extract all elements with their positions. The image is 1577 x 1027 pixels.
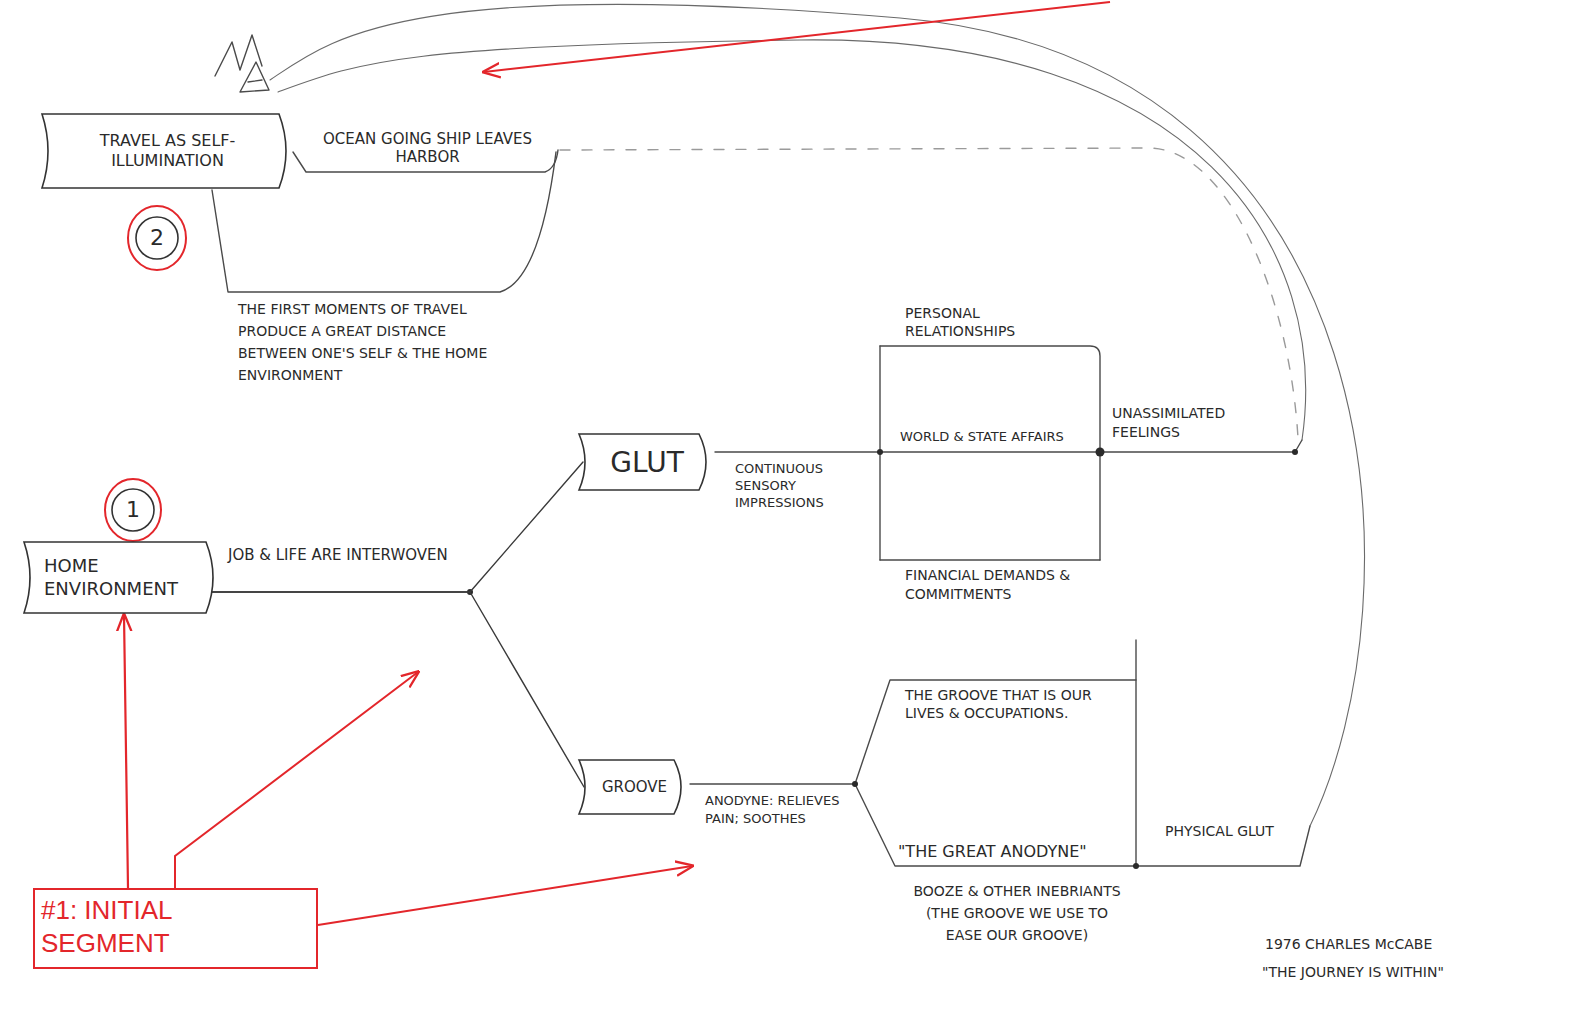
- node-title: HOME ENVIRONMENT: [44, 555, 202, 600]
- red-highlight-ring: [105, 479, 161, 541]
- branch-label: FINANCIAL DEMANDS & COMMITMENTS: [905, 566, 1095, 604]
- node-title: #1: INITIAL SEGMENT: [41, 894, 231, 959]
- label-slot: OCEAN GOING SHIP LEAVES HARBOR: [310, 130, 545, 166]
- node-title: GLUT: [610, 445, 684, 480]
- label-slot: 1976 CHARLES McCABE: [1265, 934, 1560, 954]
- text-holder: TRAVEL AS SELF-ILLUMINATION: [62, 131, 273, 171]
- label-slot: ANODYNE: RELIEVES PAIN; SOOTHES: [705, 792, 845, 828]
- branch-label: PERSONAL RELATIONSHIPS: [905, 304, 1085, 340]
- scribble-mark: [240, 62, 269, 92]
- scroll-border: [579, 434, 706, 490]
- label-slot: "THE JOURNEY IS WITHIN": [1262, 962, 1562, 982]
- junction-dot: [877, 449, 883, 455]
- rect-border: [34, 889, 317, 968]
- label-slot: THE GROOVE THAT IS OUR LIVES & OCCUPATIO…: [905, 686, 1125, 722]
- branch-label: "THE GREAT ANODYNE": [898, 842, 1128, 862]
- connector-line: [212, 592, 584, 787]
- branch-line: [690, 783, 855, 784]
- branch-label: UNASSIMILATED FEELINGS: [1112, 404, 1282, 442]
- annotation-box: #1: INITIAL SEGMENT: [33, 888, 318, 969]
- branch-label: JOB & LIFE ARE INTERWOVEN: [228, 546, 453, 565]
- text-holder: GROOVE: [602, 778, 667, 797]
- label-slot: "THE GREAT ANODYNE": [898, 842, 1128, 862]
- scroll-border: [579, 760, 681, 814]
- scroll-border: [24, 542, 213, 613]
- text-holder: GLUT: [610, 445, 684, 480]
- connector-line: [124, 615, 128, 888]
- text-holder: #1: INITIAL SEGMENT: [41, 894, 231, 959]
- branch-label: CONTINUOUS SENSORY IMPRESSIONS: [735, 460, 870, 511]
- branch-label: THE GROOVE THAT IS OUR LIVES & OCCUPATIO…: [905, 686, 1125, 722]
- label-slot: UNASSIMILATED FEELINGS: [1112, 404, 1282, 442]
- branch-line: [212, 152, 556, 292]
- junction-dot: [1292, 449, 1298, 455]
- label-slot: FINANCIAL DEMANDS & COMMITMENTS: [905, 566, 1095, 604]
- node-title: TRAVEL AS SELF-ILLUMINATION: [62, 131, 273, 171]
- text-holder: 2: [150, 224, 164, 252]
- junction-dot: [1096, 448, 1105, 457]
- connector-line: [212, 462, 583, 592]
- node-title: GROOVE: [602, 778, 667, 797]
- red-arrow: [484, 2, 1110, 72]
- signature-text: "THE JOURNEY IS WITHIN": [1262, 962, 1562, 982]
- callout-number: 1: [126, 496, 140, 524]
- label-slot: PERSONAL RELATIONSHIPS: [905, 304, 1085, 340]
- label-slot: THE FIRST MOMENTS OF TRAVEL PRODUCE A GR…: [238, 298, 503, 386]
- label-slot: WORLD & STATE AFFAIRS: [900, 428, 1095, 445]
- topic-scroll: HOME ENVIRONMENT: [20, 540, 222, 615]
- bracket-line: [880, 346, 1100, 560]
- text-holder: 1: [126, 496, 140, 524]
- red-arrow: [318, 866, 692, 925]
- dashed-line: [560, 148, 1298, 438]
- branch-label: PHYSICAL GLUT: [1165, 822, 1275, 840]
- branch-line: [855, 784, 1310, 866]
- branch-note: BOOZE & OTHER INEBRIANTS (THE GROOVE WE …: [912, 880, 1122, 946]
- topic-scroll: GLUT: [575, 432, 715, 492]
- return-curve: [270, 4, 1364, 826]
- branch-label: OCEAN GOING SHIP LEAVES HARBOR: [310, 130, 545, 166]
- branch-note: THE FIRST MOMENTS OF TRAVEL PRODUCE A GR…: [238, 298, 503, 386]
- label-slot: BOOZE & OTHER INEBRIANTS (THE GROOVE WE …: [912, 880, 1122, 946]
- label-slot: JOB & LIFE ARE INTERWOVEN: [228, 546, 453, 565]
- branch-line: [855, 680, 1136, 784]
- callout-number: 2: [150, 224, 164, 252]
- bracket-line: [1135, 640, 1136, 866]
- branch-label: ANODYNE: RELIEVES PAIN; SOOTHES: [705, 792, 845, 828]
- callout-circle: 1: [111, 488, 155, 532]
- topic-scroll: TRAVEL AS SELF-ILLUMINATION: [38, 112, 295, 190]
- signature-text: 1976 CHARLES McCABE: [1265, 934, 1560, 954]
- red-arrow: [175, 672, 418, 888]
- text-holder: HOME ENVIRONMENT: [44, 555, 202, 600]
- branch-label: WORLD & STATE AFFAIRS: [900, 428, 1095, 445]
- bracket-line: [880, 559, 1100, 560]
- label-slot: PHYSICAL GLUT: [1165, 822, 1275, 840]
- scroll-border: [42, 114, 286, 188]
- red-highlight-ring: [128, 206, 186, 270]
- circle-border: [136, 217, 178, 259]
- label-slot: CONTINUOUS SENSORY IMPRESSIONS: [735, 460, 870, 511]
- junction-dot: [1133, 863, 1139, 869]
- circle-border: [112, 489, 154, 531]
- callout-circle: 2: [135, 216, 179, 260]
- junction-dot: [852, 781, 858, 787]
- topic-scroll: GROOVE: [575, 758, 690, 816]
- scribble-mark: [215, 35, 262, 76]
